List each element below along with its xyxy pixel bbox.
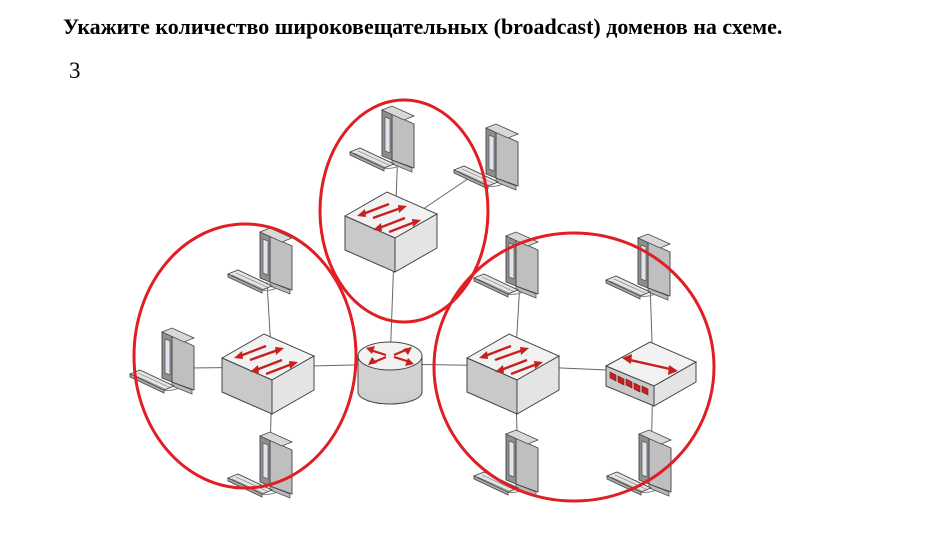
hub-icon xyxy=(604,340,698,408)
domain-circle-top xyxy=(318,98,490,324)
pc-icon xyxy=(227,227,293,295)
answer-text: 3 xyxy=(69,58,81,83)
domain-circle-right xyxy=(432,231,716,503)
domain-circle-left xyxy=(132,222,358,490)
switch-icon xyxy=(220,332,316,416)
pc-icon xyxy=(473,429,539,497)
pc-icon xyxy=(129,327,195,395)
domain-circles xyxy=(132,98,716,503)
links xyxy=(189,147,654,465)
switch-icon xyxy=(465,332,561,416)
router-icon xyxy=(357,341,423,405)
pc-icon xyxy=(605,233,671,301)
switch-icon xyxy=(343,190,439,274)
question-text: Укажите количество широковещательных (br… xyxy=(63,14,783,39)
